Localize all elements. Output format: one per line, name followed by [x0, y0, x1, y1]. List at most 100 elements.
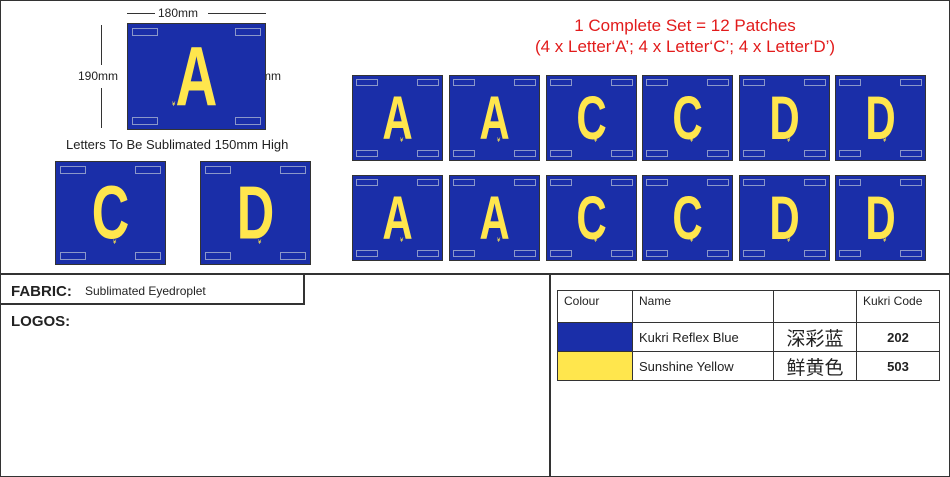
- patch-tab: [743, 179, 765, 186]
- patch-tab: [550, 250, 572, 257]
- logos-label: LOGOS:: [11, 313, 71, 330]
- patch-tab: [707, 179, 729, 186]
- patch-logo-icon: ¥: [497, 238, 501, 244]
- patch-tab: [707, 79, 729, 86]
- patch-tab: [839, 79, 861, 86]
- patch-letter: A: [382, 183, 413, 252]
- height-dimension-line-bottom: [101, 88, 102, 128]
- set-patch-a: A¥: [449, 175, 540, 261]
- set-patch-c: C¥: [642, 75, 733, 161]
- fabric-label-text: FABRIC:: [11, 283, 72, 300]
- patch-tab: [453, 250, 475, 257]
- patch-logo-icon: ¥: [787, 138, 791, 144]
- patch-letter: C: [672, 183, 703, 252]
- patch-tab: [743, 150, 765, 157]
- patch-tab: [839, 150, 861, 157]
- patch-letter: D: [236, 171, 275, 256]
- patch-letter: C: [576, 83, 607, 152]
- patch-tab: [135, 252, 161, 260]
- header-blank: [773, 290, 857, 323]
- patch-tab: [646, 179, 668, 186]
- patch-logo-icon: ¥: [113, 240, 117, 246]
- table-header-row: Colour Name Kukri Code: [557, 290, 940, 323]
- patch-logo-icon: ¥: [400, 138, 404, 144]
- patch-letter: A: [382, 83, 413, 152]
- patch-letter: D: [769, 183, 800, 252]
- patch-tab: [235, 28, 261, 36]
- table-row: Kukri Reflex Blue 深彩蓝 202: [557, 322, 940, 352]
- patch-tab: [356, 150, 378, 157]
- fabric-box: [0, 274, 305, 305]
- patch-tab: [453, 150, 475, 157]
- set-patch-d: D¥: [835, 175, 926, 261]
- patch-tab: [205, 166, 231, 174]
- patch-tab: [646, 79, 668, 86]
- set-subtitle: (4 x Letter‘A’; 4 x Letter‘C’; 4 x Lette…: [534, 37, 836, 56]
- patch-logo-icon: ¥: [400, 238, 404, 244]
- swatch-blue: [557, 322, 633, 352]
- patch-tab: [417, 179, 439, 186]
- set-title: 1 Complete Set = 12 Patches: [574, 16, 796, 35]
- set-patch-c: C¥: [546, 75, 637, 161]
- patch-letter: C: [672, 83, 703, 152]
- patch-tab: [646, 150, 668, 157]
- patch-tab: [453, 79, 475, 86]
- patch-logo-icon: ¥: [690, 238, 694, 244]
- patch-logo-icon: ¥: [787, 238, 791, 244]
- patch-tab: [135, 166, 161, 174]
- header-colour: Colour: [557, 290, 633, 323]
- patch-tab: [743, 250, 765, 257]
- patch-tab: [550, 150, 572, 157]
- patch-letter: A: [175, 30, 218, 125]
- set-patch-c: C¥: [546, 175, 637, 261]
- patch-tab: [514, 250, 536, 257]
- set-patch-d: D¥: [739, 75, 830, 161]
- height-dimension-label: 190mm: [78, 69, 119, 83]
- width-dimension-label: 180mm: [158, 6, 199, 20]
- kukri-code: 202: [856, 322, 940, 352]
- colour-name: Kukri Reflex Blue: [632, 322, 774, 352]
- colour-name-chinese: 鲜黄色: [773, 351, 857, 381]
- patch-tab: [205, 252, 231, 260]
- patch-tab: [900, 150, 922, 157]
- patch-logo-icon: ¥: [594, 238, 598, 244]
- patch-tab: [646, 250, 668, 257]
- patch-letter: A: [479, 83, 510, 152]
- patch-logo-icon: ¥: [594, 138, 598, 144]
- patch-logo-icon: ¥: [883, 238, 887, 244]
- divider-horizontal: [0, 273, 950, 275]
- patch-tab: [60, 252, 86, 260]
- patch-tab: [550, 79, 572, 86]
- patch-tab: [60, 166, 86, 174]
- header-kukri-code: Kukri Code: [856, 290, 940, 323]
- patch-logo-icon: ¥: [690, 138, 694, 144]
- patch-tab: [611, 179, 633, 186]
- patch-tab: [514, 179, 536, 186]
- sublimation-note: Letters To Be Sublimated 150mm High: [66, 137, 289, 152]
- patch-tab: [839, 250, 861, 257]
- patch-tab: [707, 150, 729, 157]
- sample-patch-c: C ¥: [55, 161, 166, 265]
- table-row: Sunshine Yellow 鲜黄色 503: [557, 351, 940, 381]
- patch-letter: D: [769, 83, 800, 152]
- patch-logo-icon: ¥: [883, 138, 887, 144]
- patch-tab: [514, 79, 536, 86]
- patch-tab: [900, 250, 922, 257]
- set-patch-a: A¥: [449, 75, 540, 161]
- divider-vertical: [549, 274, 551, 477]
- patch-letter: C: [576, 183, 607, 252]
- header-name: Name: [632, 290, 774, 323]
- patch-tab: [804, 250, 826, 257]
- patch-tab: [839, 179, 861, 186]
- patch-tab: [356, 250, 378, 257]
- patch-tab: [356, 79, 378, 86]
- set-patch-c: C¥: [642, 175, 733, 261]
- patch-tab: [417, 250, 439, 257]
- patch-logo-icon: ¥: [258, 240, 262, 246]
- kukri-code: 503: [856, 351, 940, 381]
- fabric-label: FABRIC:: [11, 283, 72, 301]
- main-patch: A ¥: [127, 23, 266, 130]
- patch-tab: [132, 28, 158, 36]
- set-patch-d: D¥: [739, 175, 830, 261]
- patch-tab: [743, 79, 765, 86]
